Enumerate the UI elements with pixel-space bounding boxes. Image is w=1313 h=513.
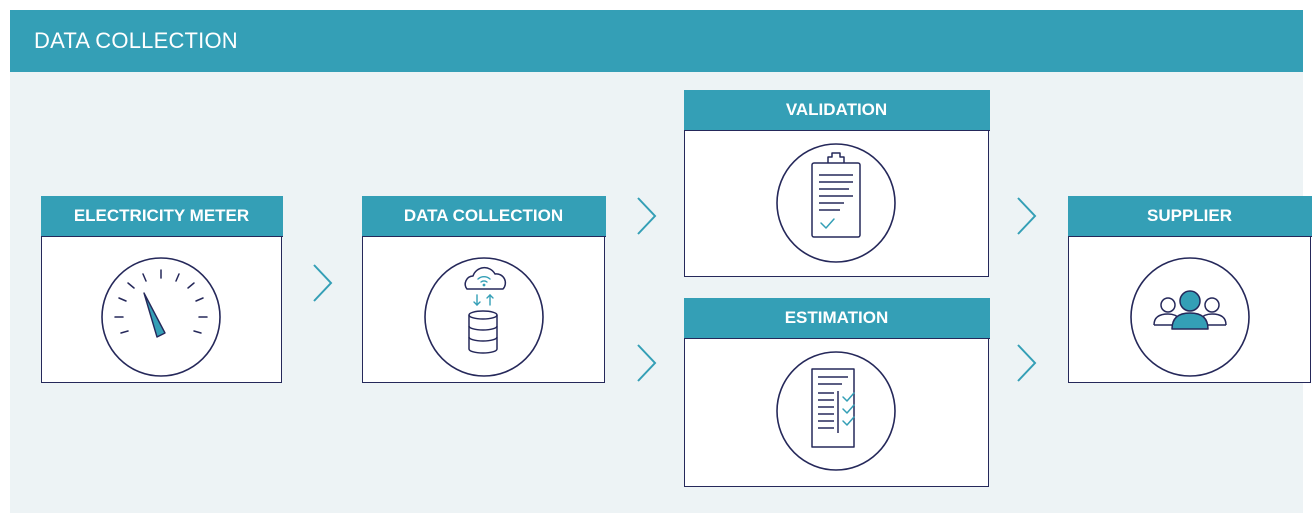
- estimation-card: ESTIMATION: [683, 297, 990, 487]
- estimation-label: ESTIMATION: [683, 297, 990, 339]
- chevron-right-icon: [313, 264, 333, 302]
- data-collection-label: DATA COLLECTION: [361, 195, 606, 237]
- users-group-icon: [1130, 257, 1250, 377]
- validation-card: VALIDATION: [683, 89, 990, 277]
- chevron-right-icon: [1017, 197, 1037, 235]
- document-checklist-icon: [776, 351, 896, 471]
- supplier-label: SUPPLIER: [1067, 195, 1312, 237]
- cloud-database-icon: [424, 257, 544, 377]
- page-title: DATA COLLECTION: [34, 28, 238, 53]
- electricity-meter-label: ELECTRICITY METER: [40, 195, 283, 237]
- chevron-right-icon: [637, 197, 657, 235]
- chevron-right-icon: [637, 344, 657, 382]
- header-banner: [10, 10, 1303, 72]
- electricity-meter-card: ELECTRICITY METER: [40, 195, 283, 383]
- chevron-right-icon: [1017, 344, 1037, 382]
- supplier-card: SUPPLIER: [1067, 195, 1312, 383]
- validation-label: VALIDATION: [683, 89, 990, 131]
- gauge-icon: [101, 257, 221, 377]
- clipboard-check-icon: [776, 143, 896, 263]
- data-collection-card: DATA COLLECTION: [361, 195, 606, 383]
